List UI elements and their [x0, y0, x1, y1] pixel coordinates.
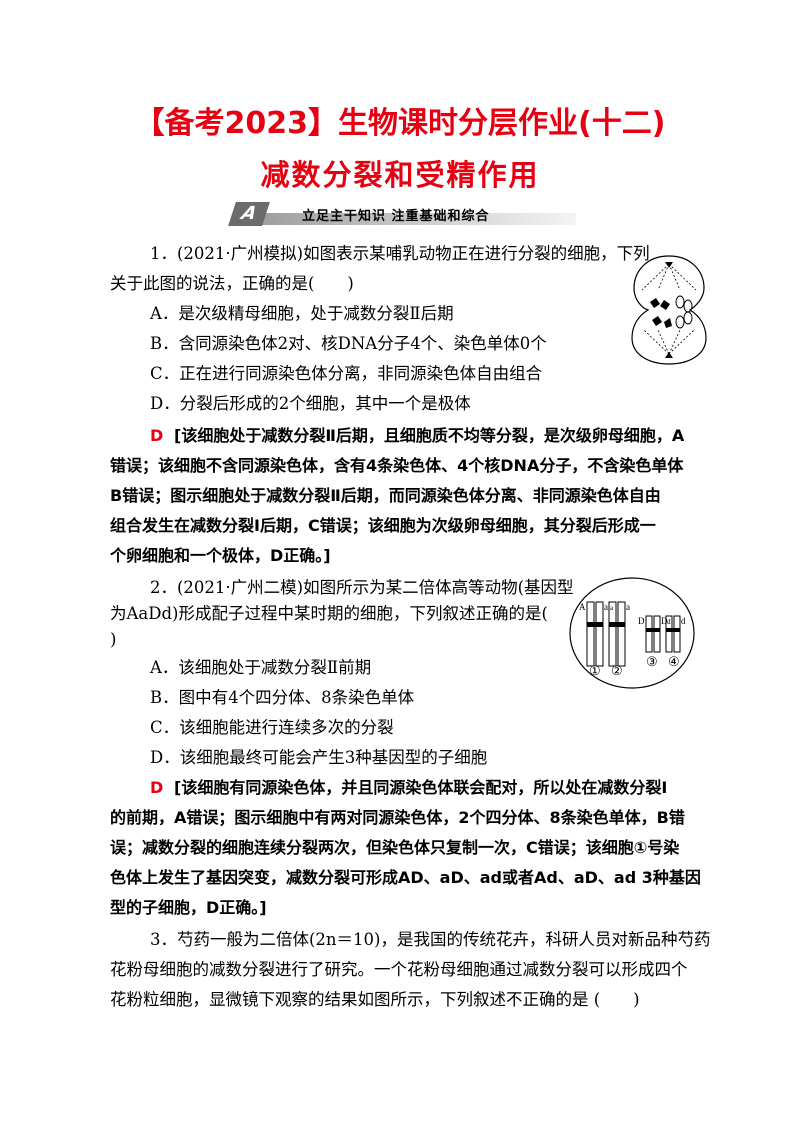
q1-explanation-line3: B错误；图示细胞处于减数分裂Ⅱ后期，而同源染色体分离、非同源染色体自由: [110, 486, 661, 505]
section-label: 立足主干知识 注重基础和综合: [302, 209, 490, 224]
q1-explanation-line5: 个卵细胞和一个极体，D正确。]: [110, 546, 331, 565]
chromosome-label: ①: [589, 663, 601, 678]
q1-explanation-line4: 组合发生在减数分裂Ⅰ后期，C错误；该细胞为次级卵母细胞，其分裂后形成一: [110, 516, 656, 535]
gene-label: a: [610, 604, 614, 612]
chromosome-label: ③: [646, 654, 658, 669]
gene-label: d: [681, 616, 686, 626]
page-subtitle: 减数分裂和受精作用: [260, 158, 540, 192]
q3-stem-line1: 3．芍药一般为二倍体(2n＝10)，是我国的传统花卉，科研人员对新品种芍药: [150, 930, 711, 949]
q2-explanation-line2: 的前期，A错误；图示细胞中有两对同源染色体，2个四分体、8条染色单体，B错: [110, 808, 685, 827]
q1-cell-figure: [631, 255, 707, 365]
gene-label: D: [661, 616, 668, 626]
q3-stem-line2: 花粉母细胞的减数分裂进行了研究。一个花粉母细胞通过减数分裂可以形成四个: [110, 960, 688, 979]
q2-cell-figure: A a a a D D d d ① ② ③ ④: [569, 577, 695, 689]
q1-answer-letter: D: [150, 426, 164, 445]
q2-option-c: C．该细胞能进行连续多次的分裂: [150, 718, 394, 737]
gene-label: D: [638, 616, 645, 626]
gene-label: d: [667, 618, 671, 626]
q2-explanation-line3: 误；减数分裂的细胞连续分裂两次，但染色体只复制一次，C错误；该细胞①号染: [110, 838, 680, 857]
q2-option-d: D．该细胞最终可能会产生3种基因型的子细胞: [150, 748, 488, 767]
q1-option-c: C．正在进行同源染色体分离，非同源染色体自由组合: [150, 364, 543, 383]
q1-stem-line1: 1．(2021·广州模拟)如图表示某哺乳动物正在进行分裂的细胞，下列: [150, 244, 650, 263]
page-title: 【备考2023】生物课时分层作业(十二): [134, 106, 666, 141]
q2-explanation-line5: 型的子细胞，D正确。]: [110, 898, 267, 917]
q1-option-d: D．分裂后形成的2个细胞，其中一个是极体: [150, 394, 471, 413]
q2-option-b: B．图中有4个四分体、8条染色单体: [150, 688, 415, 707]
q2-stem-line1: 2．(2021·广州二模)如图所示为某二倍体高等动物(基因型: [150, 578, 574, 597]
q1-explanation-line2: 错误；该细胞不含同源染色体，含有4条染色体、4个核DNA分子，不含染色单体: [110, 456, 684, 475]
q1-explanation-line1: [该细胞处于减数分裂Ⅱ后期，且细胞质不均等分裂，是次级卵母细胞，A: [174, 426, 685, 445]
chromosome-label: ④: [668, 654, 680, 669]
q2-answer-letter: D: [150, 778, 164, 797]
section-banner-bar: [250, 213, 576, 225]
gene-label: a: [626, 602, 630, 612]
q1-option-b: B．含同源染色体2对、核DNA分子4个、染色单体0个: [150, 334, 547, 353]
q2-explanation-line4: 色体上发生了基因突变，减数分裂可形成AD、aD、ad或者Ad、aD、ad 3种基…: [110, 868, 701, 887]
gene-label: A: [579, 602, 586, 612]
chromosome-label: ②: [611, 663, 623, 678]
q2-stem-line3: ): [110, 630, 117, 649]
q2-explanation-line1: [该细胞有同源染色体，并且同源染色体联会配对，所以处在减数分裂Ⅰ: [174, 778, 668, 797]
q2-option-a: A．该细胞处于减数分裂Ⅱ前期: [150, 658, 372, 677]
gene-label: a: [604, 602, 608, 612]
q2-stem-line2: 为AaDd)形成配子过程中某时期的细胞，下列叙述正确的是(: [110, 604, 548, 623]
q1-option-a: A．是次级精母细胞，处于减数分裂Ⅱ后期: [150, 304, 454, 323]
section-banner: A 立足主干知识 注重基础和综合: [228, 202, 578, 226]
q3-stem-line3: 花粉粒细胞，显微镜下观察的结果如图所示，下列叙述不正确的是 ( ): [110, 990, 640, 1009]
q1-stem-line2: 关于此图的说法，正确的是( ): [110, 274, 354, 293]
